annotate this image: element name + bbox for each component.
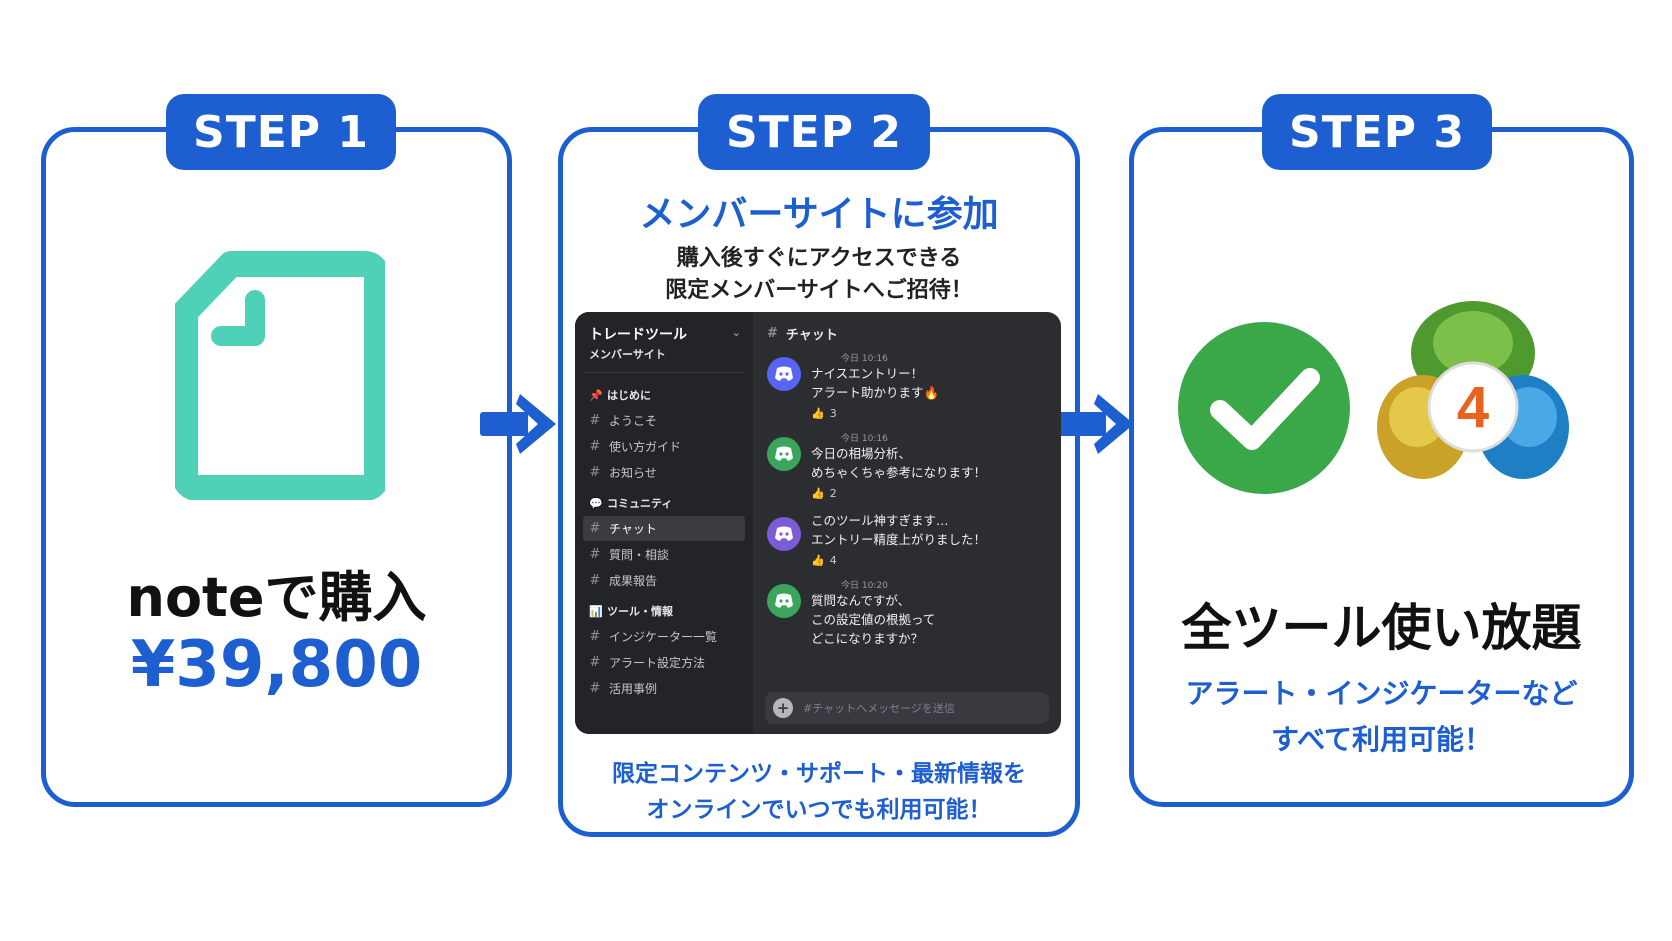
channel-label: 質問・相談 — [609, 548, 670, 562]
reaction-badge[interactable]: 👍2 — [811, 487, 837, 500]
channel-label: インジケーター一覧 — [609, 630, 718, 644]
hash-icon: # — [589, 681, 601, 696]
step-1-badge: STEP 1 — [166, 94, 396, 170]
message-text: 質問なんですが、 — [811, 593, 911, 608]
message-text: この設定値の根拠って — [811, 612, 936, 627]
channel-item[interactable]: # 活用事例 — [583, 676, 745, 701]
message-text: アラート助かります🔥 — [811, 385, 940, 400]
chat-message: 今日 10:20 質問なんですが、 この設定値の根拠って どこになりますか？ — [767, 578, 1047, 648]
thumbs-up-icon: 👍 — [811, 407, 825, 420]
reaction-count: 4 — [829, 554, 837, 567]
hash-icon: # — [589, 655, 601, 670]
channel-item[interactable]: # 使い方ガイド — [583, 434, 745, 459]
member-site-chat-window: トレードツール メンバーサイト ⌄ 📌 はじめに # ようこそ # 使い方ガイド #… — [575, 312, 1061, 734]
arrow-right-icon — [1058, 394, 1134, 454]
mt4-label: 4 — [1457, 375, 1489, 440]
message-composer[interactable]: + #チャットへメッセージを送信 — [765, 692, 1049, 724]
category-label: はじめに — [607, 389, 651, 402]
message-timestamp: 今日 10:16 — [841, 434, 888, 444]
hash-icon: # — [589, 413, 601, 428]
step-3-badge: STEP 3 — [1262, 94, 1492, 170]
reaction-badge[interactable]: 👍3 — [811, 407, 837, 420]
message-input[interactable]: #チャットへメッセージを送信 — [803, 702, 955, 715]
channel-item[interactable]: # ようこそ — [583, 408, 745, 433]
chat-message: 今日 10:16 今日の相場分析、 めちゃくちゃ参考になります！ 👍2 — [767, 431, 1047, 501]
category-label: コミュニティ — [607, 497, 673, 510]
plus-icon[interactable]: + — [773, 698, 793, 718]
check-icon — [1178, 322, 1350, 494]
channel-sidebar: トレードツール メンバーサイト ⌄ 📌 はじめに # ようこそ # 使い方ガイド #… — [575, 312, 753, 734]
channel-item[interactable]: # 質問・相談 — [583, 542, 745, 567]
message-text: エントリー精度上がりました！ — [811, 532, 987, 547]
message-text: めちゃくちゃ参考になります！ — [811, 465, 987, 480]
message-timestamp: 今日 10:16 — [841, 354, 888, 364]
document-icon — [175, 251, 385, 500]
hash-icon: # — [589, 547, 601, 562]
step-2-footer: オンラインでいつでも利用可能！ — [646, 797, 992, 823]
speech-bubble-icon: 💬 — [589, 496, 603, 510]
channel-label: 成果報告 — [609, 574, 658, 588]
channel-item[interactable]: # アラート設定方法 — [583, 650, 745, 675]
pin-icon: 📌 — [589, 388, 603, 402]
category-community[interactable]: 💬 コミュニティ — [583, 491, 745, 515]
bar-chart-icon: 📊 — [589, 604, 603, 618]
thumbs-up-icon: 👍 — [811, 554, 825, 567]
step-2-subtitle: 購入後すぐにアクセスできる — [676, 246, 962, 271]
step-3-subtitle: すべて利用可能！ — [1271, 723, 1492, 756]
reaction-count: 2 — [829, 487, 837, 500]
server-name: トレードツール — [589, 327, 687, 343]
message-text: ナイスエントリー！ — [811, 366, 924, 381]
arrow-right-icon — [480, 394, 556, 454]
channel-label: お知らせ — [609, 466, 657, 480]
chat-message: 今日 10:16 ナイスエントリー！ アラート助かります🔥 👍3 — [767, 351, 1047, 421]
channel-header: # チャット — [767, 324, 1047, 343]
chat-main: # チャット 今日 10:16 ナイスエントリー！ アラート助かります🔥 👍3 … — [753, 312, 1061, 734]
price-label: ¥39,800 — [130, 628, 423, 702]
category-tools-info[interactable]: 📊 ツール・情報 — [583, 599, 745, 623]
reaction-count: 3 — [829, 407, 837, 420]
message-text: 今日の相場分析、 — [811, 446, 912, 461]
channel-label: ようこそ — [609, 414, 658, 428]
step-1-title: noteで購入 — [126, 566, 427, 629]
channel-item[interactable]: # お知らせ — [583, 460, 745, 485]
step-3-title: 全ツール使い放題 — [1181, 599, 1582, 657]
server-header[interactable]: トレードツール メンバーサイト ⌄ — [583, 324, 745, 373]
mt4-icon: 4 — [1377, 301, 1569, 479]
step-2-badge: STEP 2 — [698, 94, 930, 170]
message-text: どこになりますか？ — [811, 631, 924, 646]
hash-icon: # — [589, 521, 601, 536]
step-3-subtitle: アラート・インジケーターなど — [1185, 677, 1578, 710]
discord-avatar-icon[interactable] — [767, 437, 801, 471]
category-label: ツール・情報 — [607, 605, 673, 618]
hash-icon: # — [589, 629, 601, 644]
message-timestamp: 今日 10:20 — [841, 581, 888, 591]
discord-avatar-icon[interactable] — [767, 517, 801, 551]
chevron-down-icon[interactable]: ⌄ — [731, 326, 741, 339]
channel-label: チャット — [609, 522, 657, 536]
step-1-card — [41, 127, 512, 807]
channel-item[interactable]: # インジケーター一覧 — [583, 624, 745, 649]
step-2-title: メンバーサイトに参加 — [639, 194, 999, 235]
discord-avatar-icon[interactable] — [767, 584, 801, 618]
step-2-subtitle: 限定メンバーサイトへご招待！ — [665, 278, 973, 303]
step-2-footer: 限定コンテンツ・サポート・最新情報を — [612, 761, 1026, 787]
channel-label: 使い方ガイド — [609, 440, 682, 454]
channel-item[interactable]: # 成果報告 — [583, 568, 745, 593]
hash-icon: # — [767, 326, 778, 341]
channel-label: 活用事例 — [609, 682, 658, 696]
message-text: このツール神すぎます… — [811, 513, 949, 528]
discord-avatar-icon[interactable] — [767, 357, 801, 391]
hash-icon: # — [589, 465, 601, 480]
server-subtitle: メンバーサイト — [589, 348, 666, 361]
channel-item-active[interactable]: # チャット — [583, 516, 745, 541]
channel-header-title: チャット — [785, 328, 838, 343]
category-getting-started[interactable]: 📌 はじめに — [583, 383, 745, 407]
reaction-badge[interactable]: 👍4 — [811, 554, 837, 567]
thumbs-up-icon: 👍 — [811, 487, 825, 500]
hash-icon: # — [589, 439, 601, 454]
channel-label: アラート設定方法 — [609, 656, 706, 670]
chat-message: このツール神すぎます… エントリー精度上がりました！ 👍4 — [767, 511, 1047, 568]
hash-icon: # — [589, 573, 601, 588]
